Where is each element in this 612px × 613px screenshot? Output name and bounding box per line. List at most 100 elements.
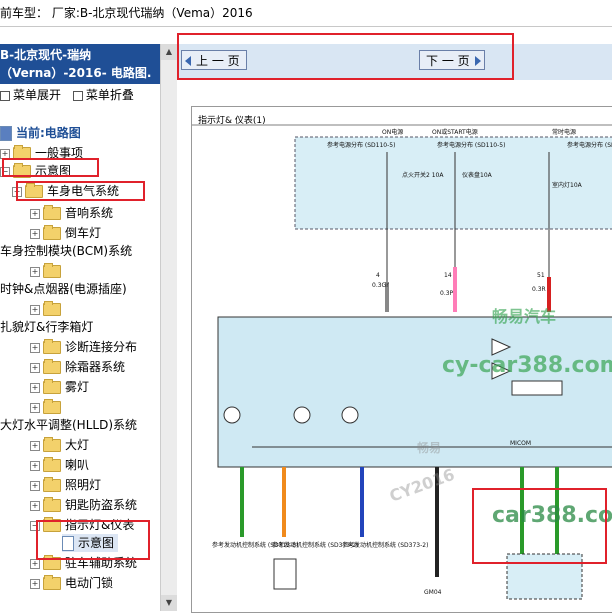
diagram-svg: ON电源 ON或START电源 常时电源 参考电源分布 (SD110-5) 参考… [192, 124, 612, 600]
folder-icon [43, 301, 61, 316]
folder-icon [43, 205, 61, 220]
expand-toggle-icon[interactable]: + [0, 148, 10, 159]
collapse-icon[interactable] [72, 90, 83, 101]
watermark-3: car388.com [492, 503, 612, 528]
tree-item-bcm[interactable]: 车身控制模块(BCM)系统 [0, 244, 133, 258]
folder-icon [43, 263, 61, 278]
next-page-button[interactable]: 下 一 页 [419, 50, 485, 70]
fuse-3: 室内灯10A [552, 181, 583, 189]
arrow-left-icon [185, 56, 191, 66]
tree-item[interactable]: +照明灯 [30, 477, 102, 492]
expand-toggle-icon[interactable]: + [30, 228, 40, 239]
folder-icon [43, 555, 61, 570]
bottom-ref-2: 参考发动机控制系统 (SD373-2) [272, 541, 358, 549]
tree-item[interactable]: + [30, 300, 65, 318]
folder-icon [43, 399, 61, 414]
folder-icon [25, 183, 43, 198]
expand-toggle-icon[interactable]: − [30, 520, 40, 531]
ground-label: GM04 [424, 589, 442, 596]
tree-root[interactable]: 当前:电路图 [0, 124, 81, 142]
expand-toggle-icon[interactable]: + [30, 382, 40, 393]
highlight-box [36, 520, 150, 560]
folder-icon [43, 457, 61, 472]
expand-toggle-icon[interactable]: + [30, 304, 40, 315]
highlight-box [177, 33, 514, 80]
watermark-4: CY2016 [387, 465, 457, 506]
tree-item[interactable]: +倒车灯 [30, 225, 102, 240]
folder-icon [43, 225, 61, 240]
expand-toggle-icon[interactable]: + [30, 480, 40, 491]
tree-item[interactable]: +电动门锁 [30, 575, 114, 590]
highlight-box [2, 158, 99, 177]
folder-icon [43, 339, 61, 354]
diagram-title: 指示灯& 仪表(1) [198, 116, 266, 126]
tree-item[interactable]: +诊断连接分布 [30, 339, 138, 354]
tree-item-hlld[interactable]: 大灯水平调整(HLLD)系统 [0, 418, 137, 432]
power-label-1: ON电源 [382, 128, 403, 136]
arrow-right-icon [474, 56, 481, 66]
menu-actions: 菜单展开 菜单折叠 [0, 86, 134, 103]
fuse-box [294, 136, 612, 230]
highlight-box [16, 181, 145, 201]
ref-1: 参考电源分布 (SD110-5) [327, 141, 395, 149]
folder-icon [13, 163, 31, 178]
expand-toggle-icon[interactable]: + [30, 342, 40, 353]
window-titlebar: 前车型： 厂家:B-北京现代瑞纳（Vema）2016 [0, 0, 612, 27]
watermark-2: cy-car388.com [442, 353, 612, 378]
expand-toggle-icon[interactable]: + [30, 266, 40, 277]
folder-icon [43, 437, 61, 452]
sidebar-scrollbar[interactable]: ▲ ▼ [160, 44, 178, 611]
highlight-box [472, 488, 607, 564]
expand-toggle-icon[interactable]: + [30, 558, 40, 569]
ref-3: 参考电源分布 (SD110-6) [567, 141, 612, 149]
expand-toggle-icon[interactable]: + [30, 500, 40, 511]
fuse-2: 仪表盘10A [462, 171, 493, 179]
micom-label: MICOM [510, 440, 531, 447]
folder-icon [43, 359, 61, 374]
tree-item-selected[interactable]: 示意图 [62, 534, 119, 552]
expand-toggle-icon[interactable]: + [30, 402, 40, 413]
collapse-menu-button[interactable]: 菜单折叠 [85, 88, 134, 102]
tree-item-trunk-light[interactable]: 扎貌灯&行李箱灯 [0, 320, 94, 334]
tree-item[interactable]: +钥匙防盗系统 [30, 497, 138, 512]
document-icon [62, 536, 74, 551]
tree-item[interactable]: −示意图 [0, 163, 72, 178]
fuse-1: 点火开关2 10A [402, 171, 444, 179]
tree-item-clock[interactable]: 时钟&点烟器(电源插座) [0, 282, 127, 296]
folder-icon [43, 497, 61, 512]
expand-menu-button[interactable]: 菜单展开 [13, 88, 62, 102]
sidebar-header: B-北京现代-瑞纳 （Verna）-2016- 电路图. [0, 44, 160, 84]
folder-icon [43, 517, 61, 532]
window-title: 前车型： 厂家:B-北京现代瑞纳（Vema）2016 [0, 6, 253, 20]
expand-toggle-icon[interactable]: + [30, 362, 40, 373]
sidebar-header-line2: （Verna）-2016- 电路图. [0, 66, 152, 80]
bottom-ref-3: 参考发动机控制系统 (SD373-2) [342, 541, 428, 549]
wire-1: 0.3Gr [372, 282, 389, 289]
page-nav-bar: 上 一 页 下 一 页 [177, 44, 612, 80]
sidebar-header-line1: B-北京现代-瑞纳 [0, 48, 92, 62]
content-pane: 上 一 页 下 一 页 指示灯& 仪表(1) ON电源 ON或START电源 常… [177, 44, 612, 613]
expand-icon[interactable] [0, 90, 10, 101]
folder-icon [43, 379, 61, 394]
tree-item[interactable]: + [30, 398, 65, 416]
tree-item[interactable]: + [30, 262, 65, 280]
expand-toggle-icon[interactable]: + [30, 208, 40, 219]
watermark-5: 畅易 [417, 440, 441, 455]
tree-item[interactable]: +音响系统 [30, 205, 114, 220]
expand-toggle-icon[interactable]: + [30, 440, 40, 451]
tree-item[interactable]: +大灯 [30, 437, 90, 452]
folder-icon [43, 477, 61, 492]
wiring-diagram: 指示灯& 仪表(1) ON电源 ON或START电源 常时电源 参考电源分布 (… [191, 106, 612, 613]
prev-page-button[interactable]: 上 一 页 [181, 50, 247, 70]
tree-item[interactable]: +除霜器系统 [30, 359, 126, 374]
expand-toggle-icon[interactable]: + [30, 578, 40, 589]
expand-toggle-icon[interactable]: + [30, 460, 40, 471]
power-label-3: 常时电源 [552, 128, 576, 136]
tree-item[interactable]: +喇叭 [30, 457, 90, 472]
root-icon [0, 126, 12, 141]
scroll-down-icon[interactable]: ▼ [161, 595, 177, 611]
connector-1: 4 [376, 272, 380, 279]
tree-item[interactable]: +雾灯 [30, 379, 90, 394]
power-label-2: ON或START电源 [432, 128, 478, 136]
scroll-up-icon[interactable]: ▲ [161, 44, 177, 60]
